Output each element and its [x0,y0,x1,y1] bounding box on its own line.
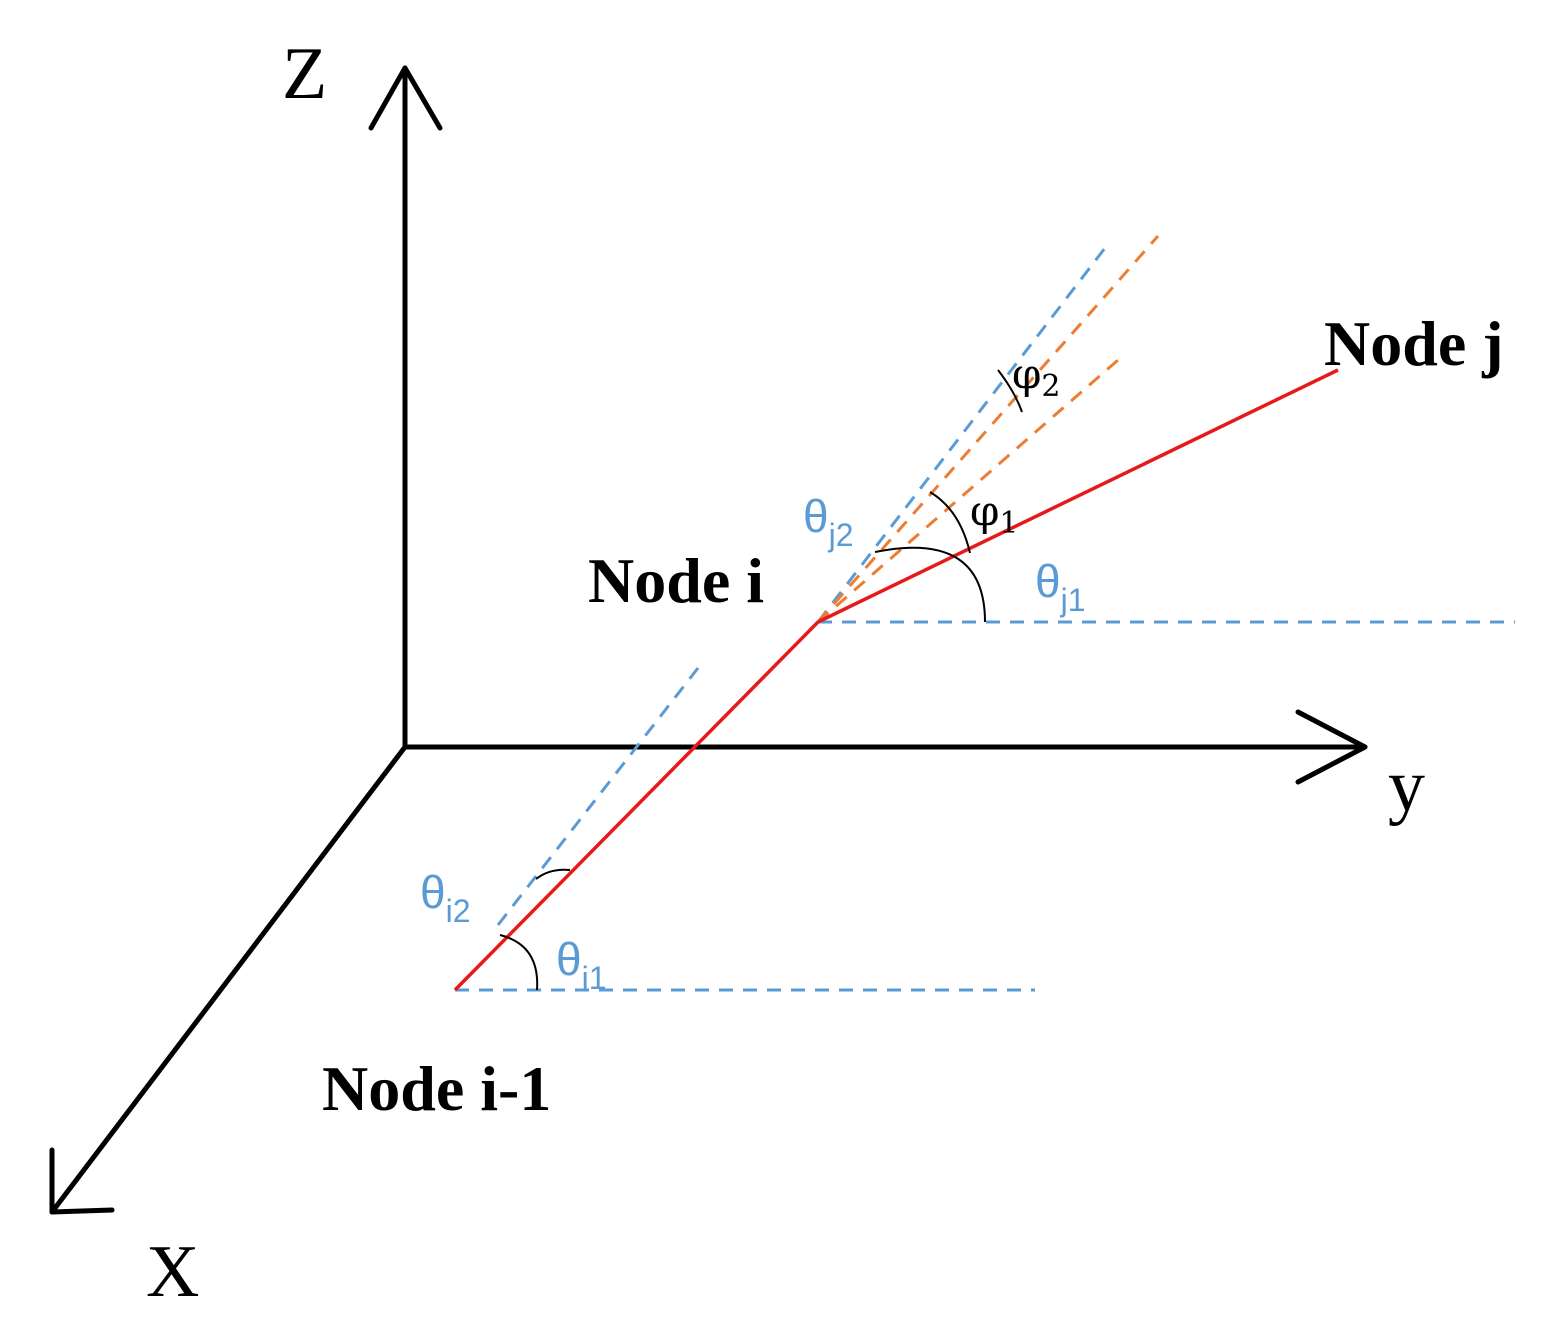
projection-line-inner [817,358,1119,624]
theta-j1-symbol: θ [1035,555,1061,607]
theta-i1-label: θi1 [556,933,607,996]
arc-phi-2 [997,369,1023,413]
phi-1-label: φ1 [970,486,1019,541]
theta-i1-subscript: i1 [582,960,607,996]
horizontal-reference-lines [455,620,1515,992]
arc-phi-1 [929,491,971,554]
member-segments [453,368,1339,992]
segment-node-i-to-node-j [817,368,1339,624]
theta-j2-subscript: j2 [828,517,854,553]
y-axis-label: y [1388,745,1425,827]
coordinate-axes [49,65,1368,1215]
y-axis-arrowhead [1295,709,1368,785]
phi-2-label: φ2 [1012,349,1061,404]
theta-i1-symbol: θ [556,933,582,985]
theta-i2-subscript: i2 [446,893,471,929]
phi-1-symbol: φ [970,486,999,535]
node-i-1-label: Node i-1 [322,1053,551,1124]
node-j-label: Node j [1324,308,1504,379]
theta-i2-label: θi2 [420,866,471,929]
x-axis-arrowhead [49,1147,115,1215]
arc-theta-i1 [499,934,539,991]
phi-1-subscript: 1 [999,506,1018,541]
extension-line-segment-i [496,667,700,926]
phi-2-subscript: 2 [1041,369,1060,404]
segment-node-i-1-to-node-i [453,620,820,992]
x-axis [49,744,408,1215]
theta-i2-symbol: θ [420,866,446,918]
arc-theta-i2 [535,868,571,880]
z-axis-label: Z [282,33,327,115]
extension-lines [496,235,1160,926]
theta-j2-symbol: θ [803,490,829,542]
theta-j2-label: θj2 [803,490,854,553]
angle-arcs [499,369,1023,991]
x-axis-label: X [146,1231,199,1313]
extension-line-theta-j2 [816,247,1107,623]
node-i-label: Node i [588,545,764,616]
theta-j1-subscript: j1 [1060,582,1086,618]
phi-2-symbol: φ [1012,349,1041,398]
projection-line-outer [816,235,1160,623]
arc-theta-j1 [874,546,986,623]
theta-j1-label: θj1 [1035,555,1086,618]
z-axis-arrowhead [368,65,443,131]
